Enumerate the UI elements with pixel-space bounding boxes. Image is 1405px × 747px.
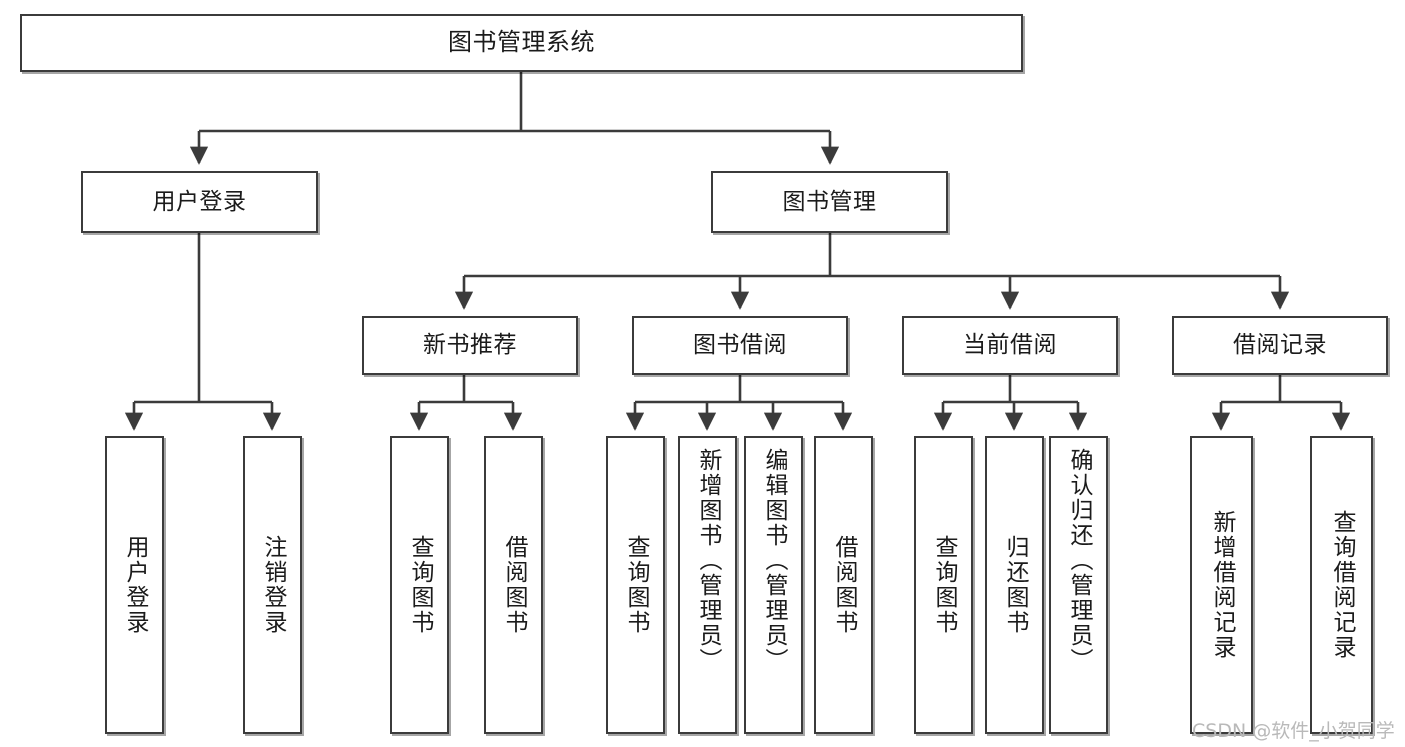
leaf-user-login[interactable]: 用户登录 bbox=[105, 436, 164, 734]
leaf-query-book-2[interactable]: 查询图书 bbox=[606, 436, 665, 734]
leaf-add-book-admin[interactable]: 新增图书（管理员） bbox=[678, 436, 737, 734]
node-borrow-records-label: 借阅记录 bbox=[1233, 332, 1327, 359]
leaf-add-book-admin-label: 新增图书（管理员） bbox=[695, 448, 721, 673]
leaf-query-book-3[interactable]: 查询图书 bbox=[914, 436, 973, 734]
leaf-query-book-1-label: 查询图书 bbox=[407, 535, 433, 635]
leaf-add-borrow-record[interactable]: 新增借阅记录 bbox=[1190, 436, 1253, 734]
leaf-query-borrow-record[interactable]: 查询借阅记录 bbox=[1310, 436, 1373, 734]
leaf-confirm-return-admin[interactable]: 确认归还（管理员） bbox=[1049, 436, 1108, 734]
csdn-watermark: CSDN @软件_小贺同学 bbox=[1192, 720, 1395, 742]
leaf-logout-label: 注销登录 bbox=[260, 535, 286, 635]
leaf-add-borrow-record-label: 新增借阅记录 bbox=[1209, 510, 1235, 660]
node-user-login[interactable]: 用户登录 bbox=[81, 171, 318, 233]
node-book-borrow-label: 图书借阅 bbox=[693, 332, 787, 359]
node-book-borrow[interactable]: 图书借阅 bbox=[632, 316, 848, 375]
leaf-query-book-1[interactable]: 查询图书 bbox=[390, 436, 449, 734]
node-root[interactable]: 图书管理系统 bbox=[20, 14, 1023, 72]
leaf-return-book-label: 归还图书 bbox=[1002, 535, 1028, 635]
leaf-query-book-2-label: 查询图书 bbox=[623, 535, 649, 635]
leaf-query-borrow-record-label: 查询借阅记录 bbox=[1329, 510, 1355, 660]
leaf-borrow-book-2[interactable]: 借阅图书 bbox=[814, 436, 873, 734]
node-current-borrow[interactable]: 当前借阅 bbox=[902, 316, 1118, 375]
node-current-borrow-label: 当前借阅 bbox=[963, 332, 1057, 359]
leaf-logout[interactable]: 注销登录 bbox=[243, 436, 302, 734]
node-book-management-label: 图书管理 bbox=[782, 188, 877, 215]
node-new-book-recommend-label: 新书推荐 bbox=[423, 332, 517, 359]
leaf-borrow-book-1[interactable]: 借阅图书 bbox=[484, 436, 543, 734]
leaf-borrow-book-2-label: 借阅图书 bbox=[831, 535, 857, 635]
leaf-borrow-book-1-label: 借阅图书 bbox=[501, 535, 527, 635]
leaf-confirm-return-admin-label: 确认归还（管理员） bbox=[1066, 448, 1092, 673]
node-new-book-recommend[interactable]: 新书推荐 bbox=[362, 316, 578, 375]
node-borrow-records[interactable]: 借阅记录 bbox=[1172, 316, 1388, 375]
node-user-login-label: 用户登录 bbox=[152, 188, 247, 215]
leaf-return-book[interactable]: 归还图书 bbox=[985, 436, 1044, 734]
leaf-edit-book-admin-label: 编辑图书（管理员） bbox=[761, 448, 787, 673]
node-root-label: 图书管理系统 bbox=[448, 28, 595, 57]
node-book-management[interactable]: 图书管理 bbox=[711, 171, 948, 233]
leaf-user-login-label: 用户登录 bbox=[122, 535, 148, 635]
leaf-edit-book-admin[interactable]: 编辑图书（管理员） bbox=[744, 436, 803, 734]
leaf-query-book-3-label: 查询图书 bbox=[931, 535, 957, 635]
